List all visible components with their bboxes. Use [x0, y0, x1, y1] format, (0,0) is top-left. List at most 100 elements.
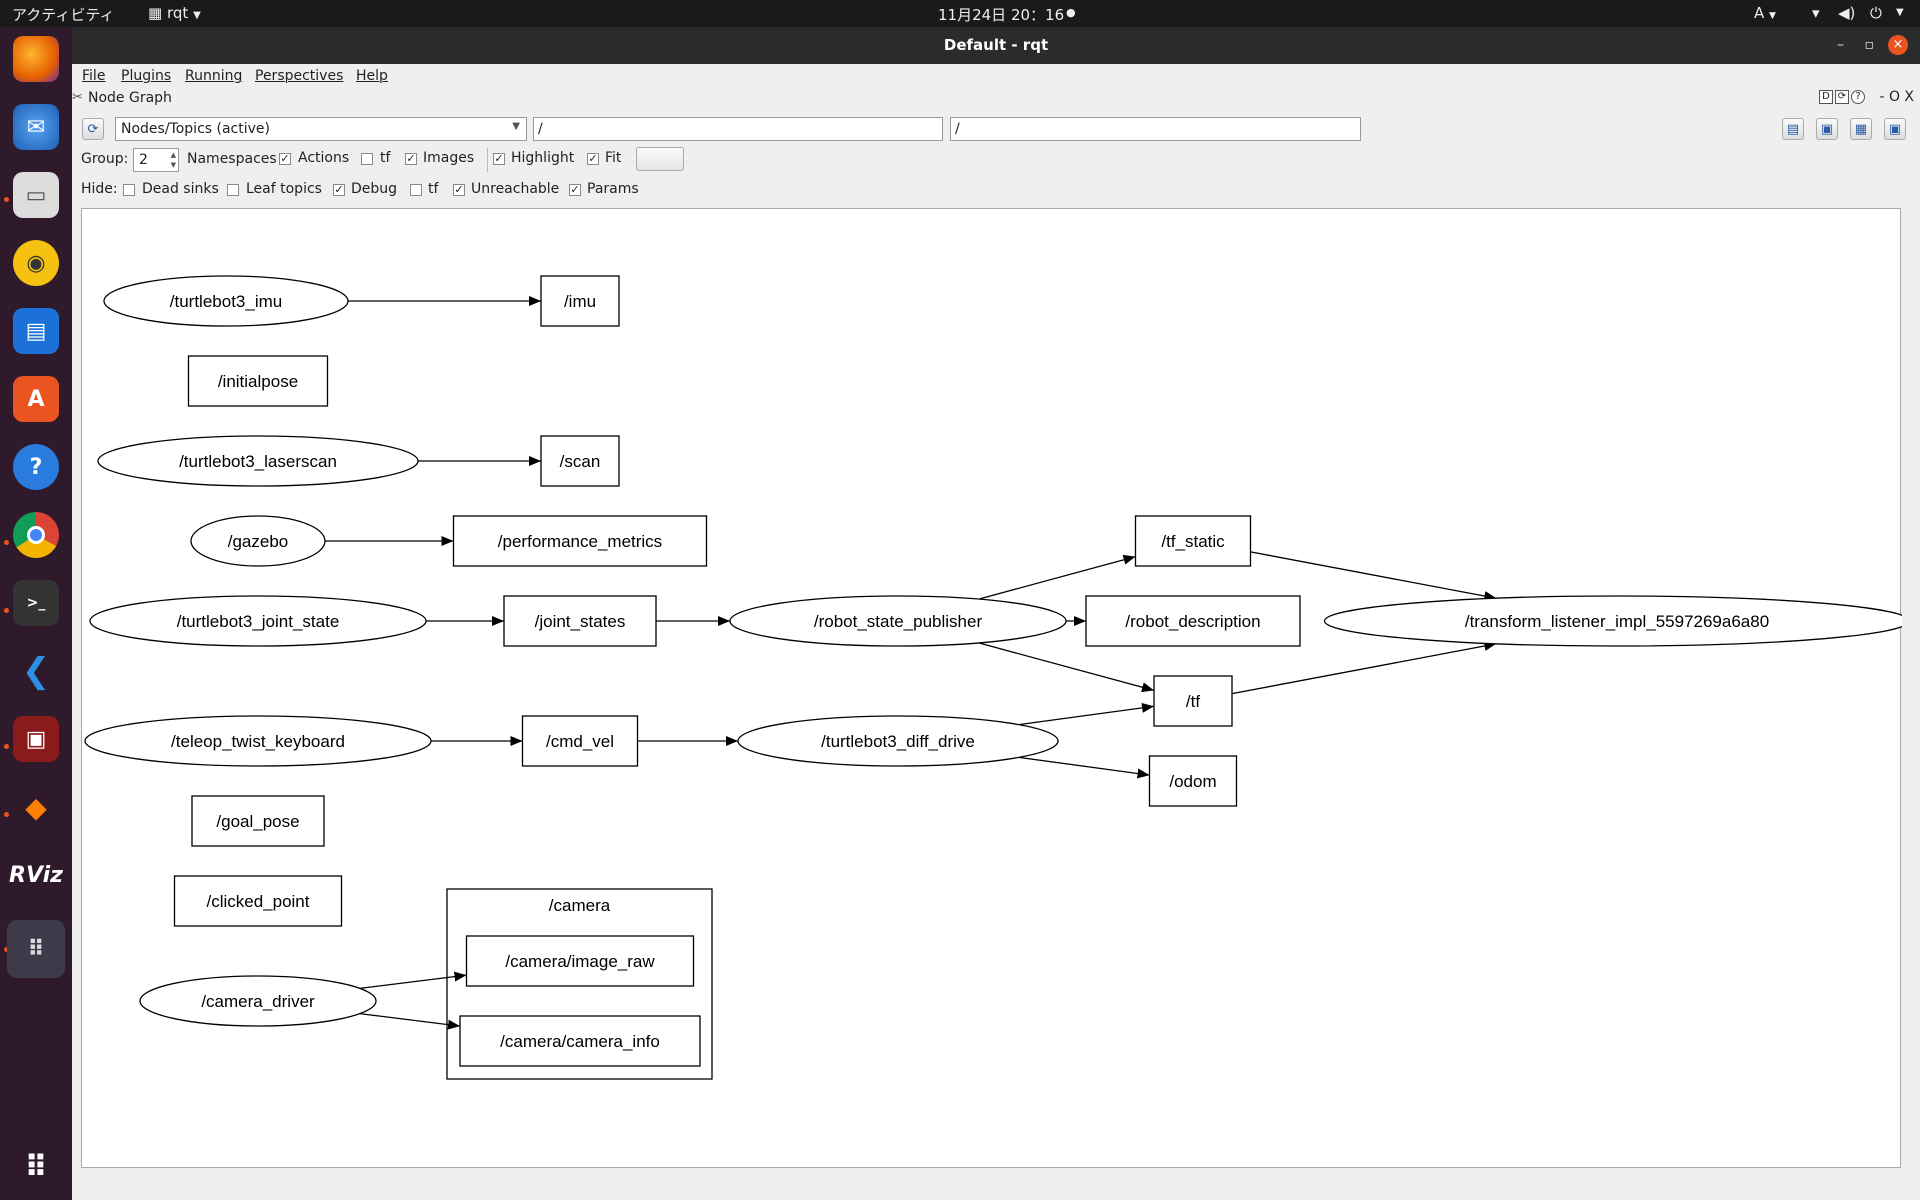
debug-checkbox[interactable]: ✓: [333, 183, 345, 196]
graph-topic-scan[interactable]: /scan: [540, 435, 620, 487]
menu-perspectives[interactable]: Perspectives: [255, 68, 344, 84]
app-center-icon[interactable]: A: [13, 376, 59, 422]
rviz-icon[interactable]: RViz: [9, 862, 63, 888]
menu-plugins[interactable]: Plugins: [121, 68, 172, 84]
load-dot-button[interactable]: ▤: [1782, 118, 1804, 140]
refresh-graph-button[interactable]: ⟳: [82, 118, 104, 140]
graph-cluster-camera[interactable]: /camera: [446, 888, 713, 1080]
minimize-icon[interactable]: –: [1837, 37, 1844, 53]
app-menu[interactable]: ▦ rqt ▼: [148, 4, 201, 22]
unreachable-checkbox[interactable]: ✓: [453, 183, 465, 196]
save-svg-button[interactable]: ▦: [1850, 118, 1872, 140]
spin-arrows-icon[interactable]: ▲▼: [170, 151, 176, 169]
graph-edge-robot_state_publisher-to-tf[interactable]: [978, 642, 1155, 693]
tf-hide-checkbox[interactable]: [410, 184, 422, 196]
save-dot-button[interactable]: ▣: [1816, 118, 1838, 140]
input-method-menu[interactable]: A ▼: [1754, 4, 1776, 22]
graph-topic-performance_metrics[interactable]: /performance_metrics: [452, 515, 708, 567]
group-value: 2: [139, 152, 148, 168]
params-checkbox[interactable]: ✓: [569, 183, 581, 196]
graph-topic-odom[interactable]: /odom: [1148, 755, 1238, 807]
chrome-icon[interactable]: [13, 512, 59, 558]
graph-topic-joint_states[interactable]: /joint_states: [503, 595, 657, 647]
terminator-icon[interactable]: ▣: [13, 716, 59, 762]
topic-box: [1134, 515, 1252, 567]
graph-topic-goal_pose[interactable]: /goal_pose: [191, 795, 325, 847]
graph-node-turtlebot3_imu[interactable]: /turtlebot3_imu: [103, 275, 349, 327]
plugin-drag-handle-icon[interactable]: ✂: [72, 90, 83, 105]
highlight-checkbox[interactable]: ✓: [493, 152, 505, 165]
plugin-window-buttons[interactable]: - O X: [1879, 89, 1914, 105]
graph-mode-combo[interactable]: Nodes/Topics (active) ▼: [115, 117, 527, 141]
graph-node-turtlebot3_laserscan[interactable]: /turtlebot3_laserscan: [97, 435, 419, 487]
params-label: Params: [587, 181, 639, 197]
clock[interactable]: 11月24日 20：16: [938, 6, 1065, 24]
menu-running[interactable]: Running: [185, 68, 243, 84]
vscode-icon[interactable]: ❮: [21, 651, 51, 691]
graph-edge-robot_state_publisher-to-tf_static[interactable]: [978, 554, 1136, 600]
leaf-topics-checkbox[interactable]: [227, 184, 239, 196]
files-icon[interactable]: ▭: [13, 172, 59, 218]
graph-node-teleop_twist_keyboard[interactable]: /teleop_twist_keyboard: [84, 715, 432, 767]
graph-topic-initialpose[interactable]: /initialpose: [187, 355, 329, 407]
graph-node-turtlebot3_joint_state[interactable]: /turtlebot3_joint_state: [89, 595, 427, 647]
activities-button[interactable]: アクティビティ: [12, 6, 115, 24]
save-image-button[interactable]: ▣: [1884, 118, 1906, 140]
help-icon[interactable]: ?: [1850, 90, 1865, 104]
graph-topic-robot_description[interactable]: /robot_description: [1085, 595, 1301, 647]
window-titlebar[interactable]: Default - rqt – ▫ ×: [72, 27, 1920, 64]
graph-edge-camera_driver-to-camera_image_raw[interactable]: [359, 971, 467, 989]
graph-topic-tf_static[interactable]: /tf_static: [1134, 515, 1252, 567]
images-checkbox[interactable]: ✓: [405, 152, 417, 165]
network-wifi-icon[interactable]: ▾: [1812, 4, 1820, 22]
show-apps-icon[interactable]: ⠿: [24, 1149, 48, 1185]
running-indicator: [4, 197, 9, 202]
node-filter-input[interactable]: /: [533, 117, 943, 141]
writer-icon[interactable]: ▤: [13, 308, 59, 354]
fit-in-view-button[interactable]: [636, 147, 684, 171]
graph-topic-camera_camera_info[interactable]: /camera/camera_info: [459, 1015, 701, 1067]
close-icon[interactable]: ×: [1888, 35, 1908, 55]
graph-topic-imu[interactable]: /imu: [540, 275, 620, 327]
fit-checkbox[interactable]: ✓: [587, 152, 599, 165]
maximize-icon[interactable]: ▫: [1864, 37, 1875, 53]
node-graph-canvas[interactable]: /camera /turtlebot3_imu/imu/initialpose /…: [81, 208, 1903, 1168]
group-spinbox[interactable]: 2 ▲▼: [133, 148, 179, 172]
actions-label: Actions: [298, 150, 350, 166]
chevron-down-icon[interactable]: ▼: [1896, 7, 1904, 18]
graph-edge-camera_driver-to-camera_camera_info[interactable]: [359, 1012, 461, 1030]
graph-node-turtlebot3_diff_drive[interactable]: /turtlebot3_diff_drive: [737, 715, 1059, 767]
menu-file[interactable]: File: [82, 68, 106, 84]
graph-topic-tf[interactable]: /tf: [1153, 675, 1233, 727]
tf-group-checkbox[interactable]: [361, 153, 373, 165]
app-grid-icon: ▦: [148, 4, 163, 22]
menu-help[interactable]: Help: [356, 68, 388, 84]
plugin-d-icon[interactable]: D: [1818, 90, 1833, 104]
topic-filter-input[interactable]: /: [950, 117, 1361, 141]
graph-topic-clicked_point[interactable]: /clicked_point: [173, 875, 343, 927]
node-ellipse: [84, 715, 432, 767]
rhythmbox-icon[interactable]: ◉: [13, 240, 59, 286]
graph-node-camera_driver[interactable]: /camera_driver: [139, 975, 377, 1027]
graph-edge-tf_static-to-transform_listener[interactable]: [1250, 551, 1497, 601]
sublime-text-icon[interactable]: ◆: [25, 790, 47, 824]
terminal-icon[interactable]: >_: [13, 580, 59, 626]
graph-edge-tf-to-transform_listener[interactable]: [1231, 641, 1497, 695]
refresh-icon[interactable]: ⟳: [1834, 90, 1849, 104]
graph-node-gazebo[interactable]: /gazebo: [190, 515, 326, 567]
images-label: Images: [423, 150, 475, 166]
firefox-icon[interactable]: [13, 36, 59, 82]
actions-checkbox[interactable]: ✓: [279, 152, 291, 165]
dead-sinks-checkbox[interactable]: [123, 184, 135, 196]
power-icon[interactable]: ⏻: [1870, 4, 1882, 22]
rqt-icon[interactable]: ⠿: [7, 920, 65, 978]
graph-node-robot_state_publisher[interactable]: /robot_state_publisher: [729, 595, 1067, 647]
graph-edge-turtlebot3_diff_drive-to-tf[interactable]: [1018, 702, 1155, 726]
graph-node-transform_listener[interactable]: /transform_listener_impl_5597269a6a80: [1323, 595, 1903, 647]
help-icon[interactable]: ?: [13, 444, 59, 490]
thunderbird-icon[interactable]: ✉: [13, 104, 59, 150]
volume-icon[interactable]: ◀): [1838, 4, 1856, 22]
graph-edge-turtlebot3_diff_drive-to-odom[interactable]: [1018, 756, 1150, 779]
graph-topic-camera_image_raw[interactable]: /camera/image_raw: [465, 935, 695, 987]
graph-topic-cmd_vel[interactable]: /cmd_vel: [521, 715, 639, 767]
